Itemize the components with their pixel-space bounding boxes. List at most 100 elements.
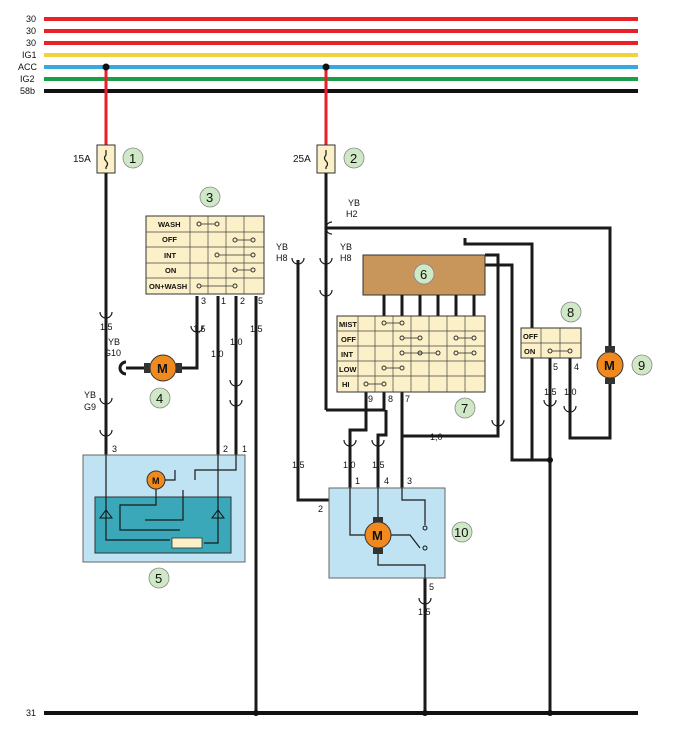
- left-pin-2: 2: [223, 444, 228, 454]
- rail-label-30-a: 30: [26, 14, 36, 24]
- wire-label-h2: H2: [346, 209, 358, 219]
- crossover-r-a: [343, 439, 357, 447]
- motor-10-pin-2: 2: [318, 504, 323, 514]
- crossover-mark-d: [190, 325, 204, 333]
- switch-8-row-on: ON: [524, 347, 535, 356]
- crossover-r-c: [491, 419, 505, 427]
- switch-7-pin-7: 7: [405, 394, 410, 404]
- wire-sw7-pin8: [376, 410, 388, 490]
- switch-7-row-low: LOW: [339, 365, 357, 374]
- motor-4-body: [149, 354, 177, 382]
- motor-10-pin-1: 1: [355, 476, 360, 486]
- wire-label-yb-g9: YB: [84, 390, 96, 400]
- crossover-mark-a: [99, 311, 113, 319]
- module-5-trace-c: [194, 455, 237, 480]
- right-circuit-wires: [296, 173, 612, 716]
- switch-8-pin-4: 4: [574, 362, 579, 372]
- relay-6-number: 6: [420, 267, 427, 282]
- wire-sw3-pin3-motor4: [180, 296, 199, 370]
- crossover-mark-e: [229, 379, 243, 387]
- junction-dot-right: [322, 63, 330, 71]
- motor-10-contact-a: [422, 525, 428, 531]
- motor-9-glyph: M: [604, 358, 615, 373]
- wire-label-10e: 1,0: [564, 387, 577, 397]
- motor-4-number: 4: [156, 391, 163, 406]
- wire-label-15g: 1,5: [418, 607, 431, 617]
- motor-10-brush-t: [373, 517, 383, 523]
- motor-4-brush-r: [176, 363, 182, 373]
- wire-label-15e: 1,5: [372, 460, 385, 470]
- wire-label-yb-h8a: YB: [276, 242, 288, 252]
- switch-3-pin-2: 2: [240, 296, 245, 306]
- switch-8: 8 OFF ON 5 4: [520, 301, 582, 372]
- switch-8-number: 8: [567, 305, 574, 320]
- left-pin-1: 1: [242, 444, 247, 454]
- motor-10-pin-5: 5: [429, 582, 434, 592]
- module-5-motor-glyph: M: [152, 476, 160, 486]
- switch-7-pin-9: 9: [368, 394, 373, 404]
- switch-3-badge: [199, 186, 221, 208]
- wire-motor9-return: [568, 370, 612, 440]
- wire-label-15b: 1,5: [193, 324, 206, 334]
- module-5: M 5: [82, 454, 246, 589]
- crossover-mark-c: [99, 429, 113, 437]
- wire-label-g9: G9: [84, 402, 96, 412]
- motor-10-brush-b: [373, 548, 383, 554]
- fuse-1: 15A 1: [73, 144, 144, 174]
- wire-label-yb-h2: YB: [348, 198, 360, 208]
- junction-dot-left: [102, 63, 110, 71]
- switch-3-pin-5: 5: [258, 296, 263, 306]
- module-5-resistor: [171, 537, 203, 549]
- rail-label-30-b: 30: [26, 26, 36, 36]
- motor-4-glyph: M: [157, 361, 168, 376]
- motor-9-body: [596, 351, 624, 379]
- switch-7-row-int: INT: [341, 350, 354, 359]
- module-5-trace-e: [165, 470, 176, 481]
- module-5-diode-r: [211, 509, 225, 519]
- ground-junction-m10: [422, 710, 428, 716]
- motor-10-glyph: M: [372, 528, 383, 543]
- crossover-h2: [325, 221, 333, 235]
- switch-3-number: 3: [206, 190, 213, 205]
- module-5-trace-f: [145, 490, 184, 521]
- switch-8-pin-5: 5: [553, 362, 558, 372]
- switch-8-badge: [560, 301, 582, 323]
- motor-9-badge: [631, 354, 653, 376]
- junction-m10: [547, 457, 553, 463]
- motor-10-rotor: [364, 521, 392, 549]
- crossover-r-e: [563, 405, 577, 413]
- wire-label-yb-h8b: YB: [340, 242, 352, 252]
- wire-into-sw7: [326, 390, 386, 412]
- rail-label-acc: ACC: [18, 62, 38, 72]
- fuse-2-rating: 25A: [293, 154, 311, 165]
- module-5-trace-b: [204, 455, 219, 544]
- fuse-2-badge: [343, 147, 365, 169]
- switch-3-row-wash: WASH: [158, 220, 181, 229]
- motor-4-badge: [149, 387, 171, 409]
- wire-label-15d: 1,5: [292, 460, 305, 470]
- relay-6-badge: [413, 263, 435, 285]
- module-5-diode-l: [99, 509, 113, 519]
- fuse-1-rating: 15A: [73, 154, 91, 165]
- rail-label-ig2: IG2: [20, 74, 35, 84]
- switch-3-row-onwash: ON+WASH: [149, 282, 187, 291]
- crossover-r-b: [371, 439, 385, 447]
- ground-rail: 31: [26, 708, 638, 718]
- switch-7-pin-8: 8: [388, 394, 393, 404]
- wire-10-to-relay: [402, 420, 500, 438]
- switch-8-row-off: OFF: [523, 332, 538, 341]
- fuse-1-badge: [122, 147, 144, 169]
- fuse-1-symbol: [103, 150, 109, 169]
- module-5-inner: [94, 496, 232, 554]
- switch-3-row-off: OFF: [162, 235, 177, 244]
- wire-label-10c: 1,0: [343, 460, 356, 470]
- crossover-mark-f: [229, 399, 243, 407]
- crossover-h8-b: [319, 257, 333, 265]
- motor-10-trace-c: [401, 488, 426, 525]
- switch-7: MIST OFF INT LOW HI 9 8 7 7: [336, 315, 486, 419]
- motor-9-brush-b: [605, 378, 615, 384]
- motor-10-number: 10: [454, 525, 468, 540]
- ground-junction-left: [253, 710, 259, 716]
- switch-3-row-on: ON: [165, 266, 176, 275]
